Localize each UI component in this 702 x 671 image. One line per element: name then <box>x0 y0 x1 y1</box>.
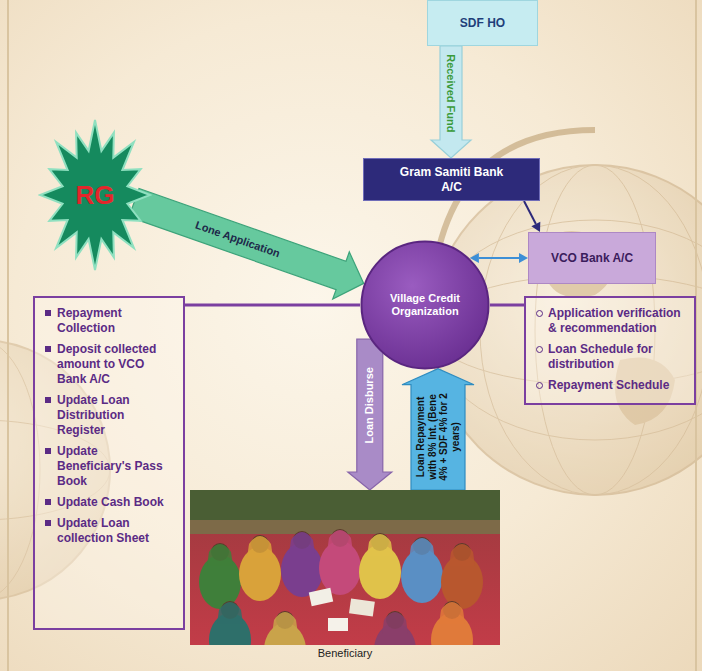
arrow-label: Loan Repayment with 8% Int. (Bene 4% + S… <box>415 389 461 486</box>
person-scarf <box>449 544 475 566</box>
arrow-body <box>431 46 471 158</box>
arrow-label: Loan Disburse <box>363 343 376 468</box>
paper-sheet <box>309 588 333 606</box>
photo-ground <box>190 490 500 645</box>
star-label: RG <box>76 180 115 211</box>
list-text: Repayment Schedule <box>548 378 686 393</box>
bullet-mark <box>45 397 51 403</box>
photo-illustration <box>190 490 500 645</box>
arrowhead <box>519 253 528 263</box>
bank-account-box: VCO Bank A/C <box>528 232 656 284</box>
arrow-label: Received Fund <box>445 50 458 136</box>
arrow-body <box>348 339 392 490</box>
list-item: Update Cash Book <box>43 495 175 510</box>
list-text: Update Beneficiary's Pass Book <box>57 444 175 489</box>
list-text: Update Loan collection Sheet <box>57 516 175 546</box>
box-label: SDF HO <box>460 16 505 30</box>
photo-part <box>190 490 500 645</box>
task-list-box: Repayment CollectionDeposit collected am… <box>33 296 185 630</box>
paper-sheet <box>328 618 348 631</box>
bullet-mark <box>45 310 51 316</box>
connector-stroke <box>490 304 524 307</box>
person-scarf <box>247 536 273 558</box>
list-item: Loan Schedule for distribution <box>534 342 686 372</box>
star-shape <box>40 120 150 270</box>
arrow-body <box>129 189 364 300</box>
list-item: Repayment Schedule <box>534 378 686 393</box>
bullet-mark <box>536 382 543 389</box>
connector-stroke <box>524 201 536 224</box>
arrowhead <box>531 222 540 232</box>
list-item: Update Loan collection Sheet <box>43 516 175 546</box>
arrow-label: Lone Application <box>136 198 340 280</box>
person-scarf <box>289 532 315 554</box>
organization-circle: Village Credit Organization <box>360 240 490 370</box>
bullet-mark <box>45 520 51 526</box>
group-star: RG <box>38 118 152 272</box>
block-arrow <box>348 339 392 490</box>
person-scarf <box>207 544 233 566</box>
person-scarf <box>272 612 298 634</box>
circle-label: Village Credit Organization <box>383 292 467 318</box>
person-scarf <box>217 602 243 624</box>
box-label: Gram Samiti Bank A/C <box>393 165 511 194</box>
box-label: VCO Bank A/C <box>551 251 633 265</box>
bullet-mark <box>536 310 543 317</box>
globe-meridian <box>480 165 702 495</box>
beneficiary-photo: Beneficiary <box>190 490 500 645</box>
bullet-mark <box>45 346 51 352</box>
connector-line <box>470 253 528 263</box>
person-scarf <box>367 534 393 556</box>
person-scarf <box>409 538 435 560</box>
connector-stroke <box>185 304 360 307</box>
list-item: Update Beneficiary's Pass Book <box>43 444 175 489</box>
list-item: Deposit collected amount to VCO Bank A/C <box>43 342 175 387</box>
block-arrow <box>402 369 474 490</box>
list-item: Application verification & recommendatio… <box>534 306 686 336</box>
list-text: Repayment Collection <box>57 306 175 336</box>
bank-account-box: Gram Samiti Bank A/C <box>363 158 540 201</box>
connector-line <box>524 201 540 232</box>
paper-sheet <box>349 598 375 616</box>
list-item: Update Loan Distribution Register <box>43 393 175 438</box>
list-item: Repayment Collection <box>43 306 175 336</box>
list-text: Deposit collected amount to VCO Bank A/C <box>57 342 175 387</box>
list-text: Loan Schedule for distribution <box>548 342 686 372</box>
panel-edge <box>7 0 9 671</box>
connector-line <box>490 305 524 306</box>
block-arrow <box>129 189 364 300</box>
bullet-mark <box>536 346 543 353</box>
arrow-body <box>402 369 474 490</box>
person-scarf <box>382 612 408 634</box>
person-scarf <box>439 602 465 624</box>
person-scarf <box>327 530 353 552</box>
list-text: Application verification & recommendatio… <box>548 306 686 336</box>
list-text: Update Cash Book <box>57 495 175 510</box>
circle-shape <box>362 242 489 369</box>
list-text: Update Loan Distribution Register <box>57 393 175 438</box>
bullet-mark <box>45 499 51 505</box>
bullet-mark <box>45 448 51 454</box>
fund-source-box: SDF HO <box>427 0 538 46</box>
photo-caption: Beneficiary <box>190 647 500 659</box>
block-arrow <box>431 46 471 158</box>
connector-stroke <box>479 257 519 259</box>
connector-line <box>185 305 360 306</box>
task-list-box: Application verification & recommendatio… <box>524 296 696 405</box>
